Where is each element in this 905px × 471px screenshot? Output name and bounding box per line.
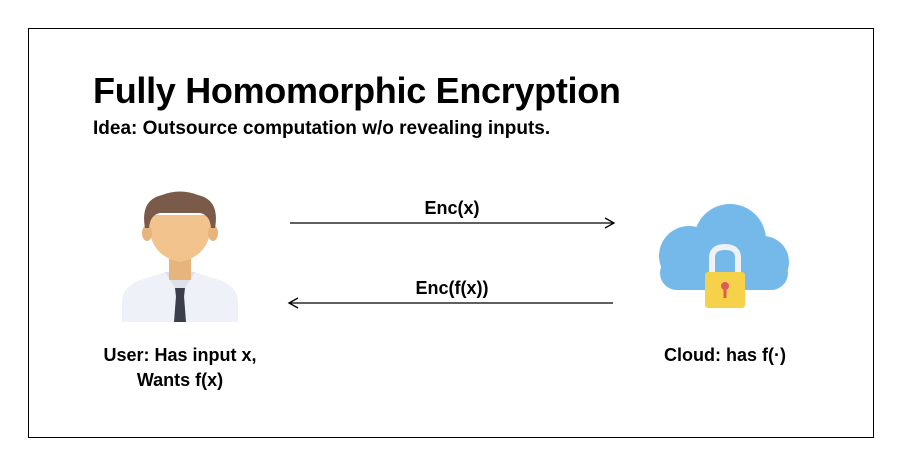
user-avatar-icon xyxy=(122,191,238,322)
arrow-label-enc-x: Enc(x) xyxy=(424,198,480,218)
diagram-subtitle: Idea: Outsource computation w/o revealin… xyxy=(93,118,551,139)
user-caption-line1: User: Has input x, xyxy=(103,345,257,365)
cloud-lock-icon xyxy=(659,204,789,308)
arrow-enc-fx xyxy=(287,297,613,309)
user-caption: User: Has input x, Wants f(x) xyxy=(88,343,272,393)
cloud-caption: Cloud: has f(·) xyxy=(664,345,786,365)
user-caption-line2: Wants f(x) xyxy=(136,370,224,390)
diagram-frame xyxy=(28,28,874,438)
arrow-label-enc-fx: Enc(f(x)) xyxy=(415,278,489,298)
arrow-enc-x xyxy=(290,217,616,229)
diagram-title: Fully Homomorphic Encryption xyxy=(93,70,621,111)
